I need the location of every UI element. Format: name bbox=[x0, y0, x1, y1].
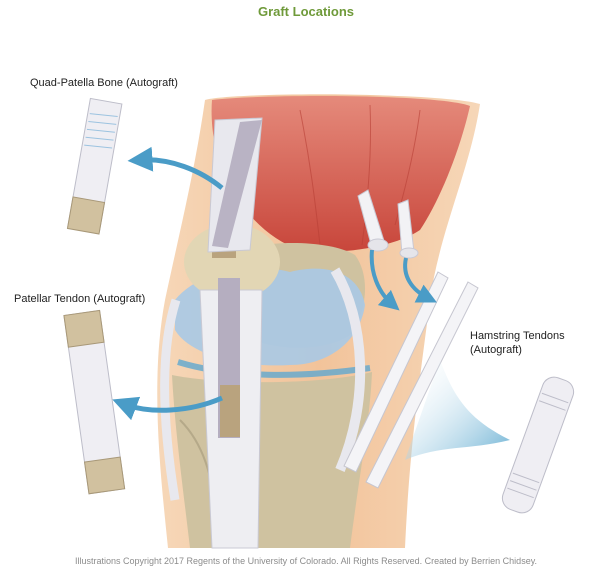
hamstring-stump-end bbox=[367, 238, 389, 252]
muscle-fiber bbox=[361, 104, 372, 246]
muscle-fiber bbox=[299, 109, 321, 246]
curved-arrow-icon bbox=[403, 257, 437, 303]
label-patellar-tendon: Patellar Tendon (Autograft) bbox=[14, 293, 146, 305]
diagram-title: Graft Locations bbox=[257, 4, 355, 19]
label-hamstring-line1: Hamstring Tendons bbox=[470, 330, 565, 342]
hamstring-tendon-graft bbox=[365, 281, 479, 489]
copyright-notice: Illustrations Copyright 2017 Regents of … bbox=[74, 556, 538, 566]
label-quad-patella: Quad-Patella Bone (Autograft) bbox=[30, 77, 178, 89]
muscle-fiber bbox=[394, 109, 421, 226]
meniscus bbox=[177, 359, 371, 378]
curved-arrow-icon bbox=[112, 395, 224, 421]
lateral-ligament bbox=[330, 267, 366, 472]
curved-arrow-icon bbox=[369, 249, 400, 311]
quad-tendon-harvest bbox=[212, 120, 262, 248]
prepared-hamstring-graft bbox=[501, 376, 575, 514]
hamstring-tendon-graft bbox=[343, 271, 449, 473]
label-hamstring-line2: (Autograft) bbox=[470, 344, 522, 356]
curved-arrow-icon bbox=[127, 146, 224, 190]
tibial-bone-plug bbox=[220, 385, 240, 437]
graft-fan bbox=[405, 360, 510, 460]
medial-ligament bbox=[160, 298, 181, 501]
hamstring-stump-end bbox=[399, 247, 419, 259]
quad-patella-graft bbox=[66, 97, 123, 235]
patellar-tendon-graft bbox=[63, 309, 126, 495]
